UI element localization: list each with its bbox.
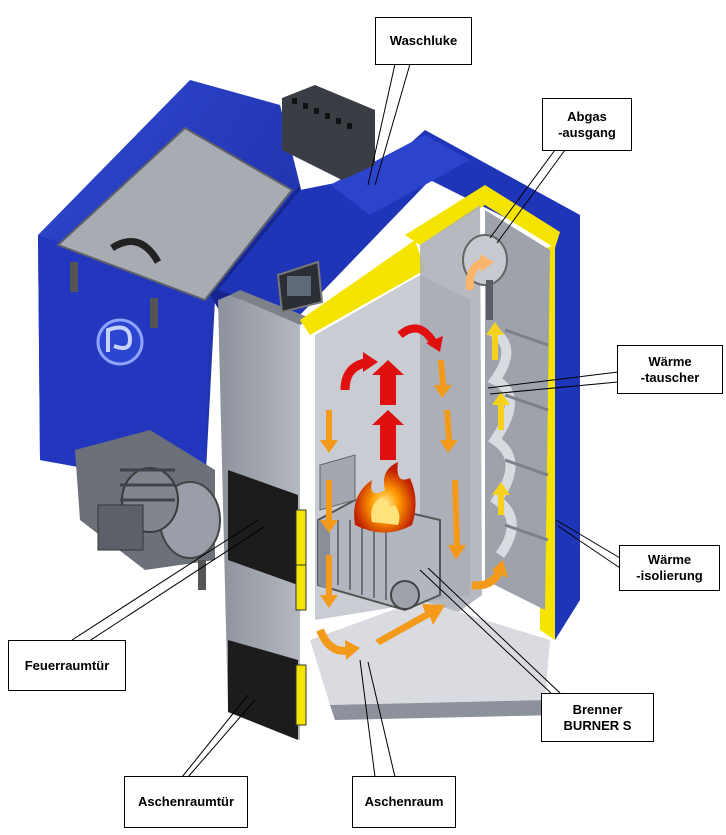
label-waermetauscher-line2: -tauscher (640, 369, 700, 385)
leader-abgas-1 (489, 149, 556, 239)
leader-feuerraum-1 (71, 519, 259, 641)
leader-brenner-2 (427, 567, 561, 694)
label-aschenraumtuer-text: Aschenraumtür (137, 794, 235, 809)
label-waermeisolierung: Wärme -isolierung (619, 545, 720, 591)
leader-aschenraumtuer-2 (187, 699, 256, 778)
label-aschenraum: Aschenraum (352, 776, 456, 828)
label-abgasausgang-line1: Abgas (567, 108, 607, 124)
leader-waermeisol-2 (557, 525, 621, 569)
leader-lines (71, 63, 621, 778)
label-waermeisolierung-line1: Wärme (647, 552, 692, 567)
label-waermeisolierung-line2: -isolierung (636, 568, 703, 583)
leader-waschluke-2 (374, 63, 411, 186)
label-brenner: Brenner BURNER S (541, 693, 654, 742)
label-waschluke: Waschluke (375, 17, 472, 65)
fuel-hopper (38, 80, 305, 490)
leader-waschluke-1 (367, 63, 396, 186)
flow-arrows (316, 254, 510, 660)
label-brenner-line1: Brenner (572, 701, 623, 717)
label-aschenraum-text: Aschenraum (364, 794, 444, 809)
label-brenner-line2: BURNER S (563, 717, 632, 733)
red-up-arrow-2 (372, 360, 404, 405)
leader-aschenraum-2 (367, 661, 396, 778)
leader-feuerraum-2 (79, 526, 265, 648)
leader-waermetauscher-2 (489, 381, 619, 395)
label-waermetauscher-line1: Wärme (648, 353, 692, 369)
label-aschenraumtuer: Aschenraumtür (124, 776, 248, 828)
label-abgasausgang-line2: -ausgang (558, 124, 616, 140)
feeder-motor (75, 430, 221, 590)
label-abgasausgang: Abgas -ausgang (542, 98, 632, 151)
leader-waermeisol-1 (555, 519, 621, 559)
leader-waermetauscher-1 (487, 371, 619, 389)
label-feuerraumtuer: Feuerraumtür (8, 640, 126, 691)
label-feuerraumtuer-text: Feuerraumtür (24, 657, 110, 673)
label-waermetauscher: Wärme -tauscher (617, 345, 723, 394)
red-up-arrow-1 (372, 410, 404, 460)
boiler-body (218, 85, 580, 740)
flame (354, 462, 416, 533)
leader-aschenraum-1 (359, 659, 376, 778)
label-waschluke-text: Waschluke (389, 33, 458, 48)
leader-aschenraumtuer-1 (181, 694, 249, 778)
leader-abgas-2 (496, 149, 566, 244)
leader-brenner-1 (419, 569, 554, 696)
